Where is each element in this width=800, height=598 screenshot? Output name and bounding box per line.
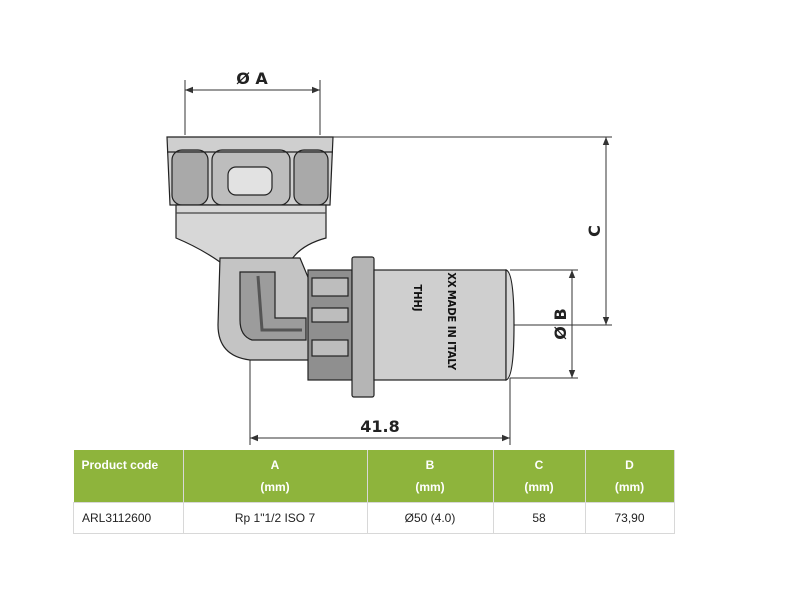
elbow-fitting — [166, 136, 515, 398]
header-b: B (mm) — [367, 450, 494, 503]
nut-flat-right — [293, 149, 329, 206]
collar-ring-1 — [311, 277, 349, 297]
technical-drawing: Ø A C Ø B 41.8 — [166, 69, 612, 445]
press-sleeve — [373, 269, 507, 381]
table-row: ARL3112600 Rp 1"1/2 ISO 7 Ø50 (4.0) 58 7… — [73, 502, 675, 534]
marking-code: XX — [445, 272, 458, 288]
table-header-row: Product code A (mm) B (mm) C (mm) D (mm) — [73, 450, 675, 503]
collar-ring-3 — [311, 339, 349, 357]
flange — [351, 256, 375, 398]
elbow-spine — [256, 275, 302, 332]
header-c: C (mm) — [493, 450, 586, 503]
collar-ring-2 — [311, 307, 349, 323]
header-product-code: Product code — [73, 450, 184, 503]
nut-window — [227, 166, 273, 196]
nut-flat-left — [171, 149, 209, 206]
dimension-length: 41.8 — [249, 360, 511, 445]
marking-origin: MADE IN ITALY — [445, 290, 458, 371]
dimension-a: Ø A — [184, 69, 321, 135]
spec-table: Product code A (mm) B (mm) C (mm) D (mm)… — [73, 450, 675, 534]
cell-d: 73,90 — [584, 502, 675, 534]
cell-a: Rp 1"1/2 ISO 7 — [182, 502, 368, 534]
header-d: D (mm) — [585, 450, 675, 503]
dim-a-label: Ø A — [236, 69, 268, 88]
dimension-b: Ø B — [510, 269, 578, 379]
dim-length-label: 41.8 — [360, 417, 399, 436]
header-a: A (mm) — [183, 450, 368, 503]
sleeve-end — [505, 269, 515, 381]
dim-c-label: C — [585, 225, 604, 237]
cell-product-code: ARL3112600 — [73, 502, 184, 534]
marking-brand: THHJ — [411, 285, 424, 312]
sleeve-marking: THHJ MADE IN ITALY XX — [411, 272, 458, 371]
cell-b: Ø50 (4.0) — [366, 502, 494, 534]
cell-c: 58 — [492, 502, 586, 534]
dim-b-label: Ø B — [551, 308, 570, 339]
elbow-inner — [239, 271, 307, 341]
